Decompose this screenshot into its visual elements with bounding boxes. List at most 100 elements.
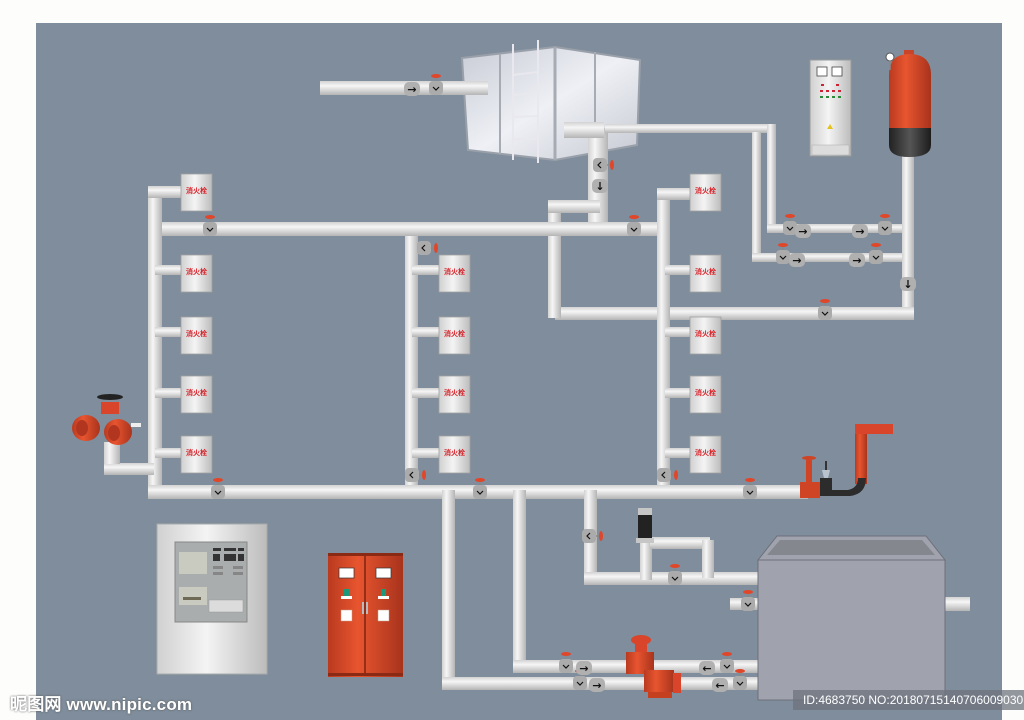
- gate-valve[interactable]: [405, 468, 426, 482]
- gate-valve[interactable]: [783, 214, 797, 235]
- hydrant-cabinet-label: 消火栓: [695, 267, 716, 276]
- svg-text:→: →: [798, 225, 807, 238]
- hydrant-cabinet[interactable]: 消火栓: [438, 316, 471, 355]
- handwheel-icon[interactable]: [743, 590, 753, 594]
- chevron-left-icon: [586, 532, 591, 540]
- gate-valve[interactable]: [429, 74, 443, 95]
- surge-arrester: [636, 508, 654, 543]
- handwheel-icon[interactable]: [778, 243, 788, 247]
- chevron-down-icon: [786, 226, 794, 231]
- ladder: [512, 40, 539, 163]
- svg-text:↓: ↓: [595, 180, 604, 193]
- gate-valve[interactable]: [582, 529, 603, 543]
- handwheel-icon[interactable]: [785, 214, 795, 218]
- rooftop-water-tank: [460, 40, 642, 163]
- hydrant-cabinet-label: 消火栓: [695, 186, 716, 195]
- gate-valve[interactable]: [818, 299, 832, 320]
- handwheel-icon[interactable]: [213, 478, 223, 482]
- hydrant-cabinet[interactable]: 消火栓: [438, 435, 471, 474]
- flow-arrow-right: →: [849, 253, 865, 267]
- handwheel-icon[interactable]: [722, 652, 732, 656]
- gate-valve[interactable]: [559, 652, 573, 673]
- pump-control-cabinet-red[interactable]: [328, 553, 403, 677]
- svg-text:→: →: [407, 83, 416, 96]
- gate-valve[interactable]: [417, 241, 438, 255]
- handwheel-icon[interactable]: [735, 669, 745, 673]
- handwheel-icon[interactable]: [820, 299, 830, 303]
- gate-valve[interactable]: [627, 215, 641, 236]
- hydrant-cabinet[interactable]: 消火栓: [438, 254, 471, 293]
- watermark-id: ID:4683750 NO:20180715140706009030: [793, 690, 1024, 710]
- handwheel-icon[interactable]: [670, 564, 680, 568]
- hydrant-cabinet[interactable]: 消火栓: [689, 173, 722, 212]
- gate-valve[interactable]: [733, 669, 747, 690]
- hydrant-cabinet-label: 消火栓: [695, 329, 716, 338]
- gate-valve[interactable]: [668, 564, 682, 585]
- gate-valve[interactable]: [741, 590, 755, 611]
- hydrant-cabinet[interactable]: 消火栓: [689, 254, 722, 293]
- chevron-down-icon: [432, 86, 440, 91]
- svg-text:→: →: [852, 254, 861, 267]
- handwheel-icon[interactable]: [422, 470, 426, 480]
- control-cabinet[interactable]: [809, 59, 852, 157]
- handwheel-icon[interactable]: [475, 478, 485, 482]
- chevron-down-icon: [744, 602, 752, 607]
- handwheel-icon[interactable]: [745, 478, 755, 482]
- gate-valve[interactable]: [878, 214, 892, 235]
- handwheel-icon[interactable]: [610, 160, 614, 170]
- svg-text:→: →: [592, 679, 601, 692]
- gate-valve[interactable]: [743, 478, 757, 499]
- chevron-down-icon: [821, 311, 829, 316]
- chevron-down-icon: [872, 255, 880, 260]
- handwheel-icon[interactable]: [629, 215, 639, 219]
- hydrant-cabinet-label: 消火栓: [186, 388, 207, 397]
- handwheel-icon[interactable]: [674, 470, 678, 480]
- handwheel-icon[interactable]: [205, 215, 215, 219]
- hydrant-cabinet[interactable]: 消火栓: [689, 435, 722, 474]
- svg-text:↓: ↓: [903, 278, 912, 291]
- fire-pumps: [626, 635, 681, 698]
- handwheel-icon[interactable]: [880, 214, 890, 218]
- gate-valve[interactable]: [776, 243, 790, 264]
- gate-valve[interactable]: [203, 215, 217, 236]
- hydrant-cabinet[interactable]: 消火栓: [180, 173, 213, 212]
- chevron-down-icon: [779, 255, 787, 260]
- hydrant-cabinet-label: 消火栓: [186, 329, 207, 338]
- chevron-left-icon: [409, 471, 414, 479]
- svg-text:→: →: [855, 225, 864, 238]
- chevron-down-icon: [736, 681, 744, 686]
- hydrant-cabinet[interactable]: 消火栓: [180, 254, 213, 293]
- gate-valve[interactable]: [593, 158, 614, 172]
- chevron-down-icon: [214, 490, 222, 495]
- fire-alarm-panel[interactable]: [156, 523, 268, 675]
- chevron-down-icon: [206, 227, 214, 232]
- hydrant-cabinet[interactable]: 消火栓: [180, 435, 213, 474]
- handwheel-icon[interactable]: [434, 243, 438, 253]
- hydrant-cabinet[interactable]: 消火栓: [689, 375, 722, 414]
- hydrant-cabinet[interactable]: 消火栓: [180, 316, 213, 355]
- gate-valve[interactable]: [211, 478, 225, 499]
- hydrant-cabinet[interactable]: 消火栓: [180, 375, 213, 414]
- chevron-down-icon: [746, 490, 754, 495]
- chevron-down-icon: [476, 490, 484, 495]
- chevron-down-icon: [881, 226, 889, 231]
- gate-valve[interactable]: [869, 243, 883, 264]
- hydrant-cabinet[interactable]: 消火栓: [689, 316, 722, 355]
- handwheel-icon[interactable]: [561, 652, 571, 656]
- chevron-down-icon: [562, 664, 570, 669]
- hydrant-cabinet-label: 消火栓: [695, 448, 716, 457]
- flow-arrow-right: →: [404, 82, 420, 96]
- gate-valve[interactable]: [657, 468, 678, 482]
- hydrant-cabinet[interactable]: 消火栓: [438, 375, 471, 414]
- svg-text:←: ←: [702, 662, 711, 675]
- gate-valve[interactable]: [720, 652, 734, 673]
- handwheel-icon[interactable]: [431, 74, 441, 78]
- handwheel-icon[interactable]: [871, 243, 881, 247]
- gate-valve[interactable]: [473, 478, 487, 499]
- chevron-down-icon: [671, 576, 679, 581]
- underground-water-pool: [756, 535, 947, 701]
- hydrant-cabinet-label: 消火栓: [444, 388, 465, 397]
- flow-arrow-right: →: [576, 661, 592, 675]
- handwheel-icon[interactable]: [599, 531, 603, 541]
